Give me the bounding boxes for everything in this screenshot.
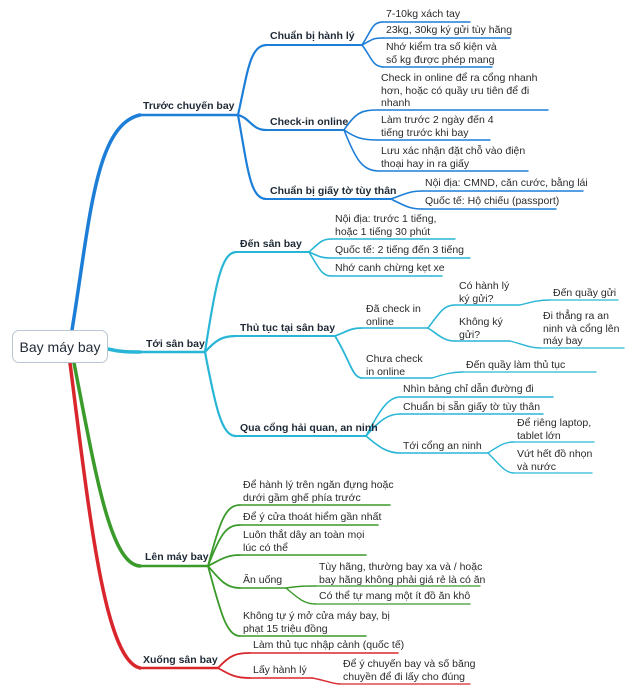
edge-b3-i4-l1 <box>285 585 317 589</box>
node-thu-tuc-nhap-canh[interactable]: Làm thủ tục nhập cảnh (quốc tế) <box>253 639 405 651</box>
branch-xuong-san-bay[interactable]: Xuống sân bay <box>143 654 218 666</box>
node-noi-dia-cmnd[interactable]: Nội địa: CMND, căn cước, bằng lái <box>425 177 588 189</box>
node-nhin-bang-chi-dan[interactable]: Nhìn bảng chỉ dẫn đường đi <box>403 383 534 395</box>
node-noi-dia-truoc-1-tieng[interactable]: Nội địa: trước 1 tiếng, hoặc 1 tiếng 30 … <box>335 213 437 238</box>
node-den-san-bay[interactable]: Đến sân bay <box>240 238 302 250</box>
edge-b2-s3-i2 <box>365 413 401 437</box>
edge-b1-s3-i1 <box>390 190 423 200</box>
node-check-in-online[interactable]: Check-in online <box>270 116 349 128</box>
node-chuan-bi-giay-to[interactable]: Chuẩn bị giấy tờ tùy thân <box>270 185 397 197</box>
edge-b3-i3 <box>207 554 241 567</box>
node-quoc-te-2-tieng[interactable]: Quốc tế: 2 tiếng đến 3 tiếng <box>335 244 465 256</box>
edge-b4-i1 <box>217 652 251 669</box>
edge-b1-s2-i3 <box>343 129 379 172</box>
edge-b1-s2-i2 <box>343 129 379 141</box>
node-tuy-hang-co-an[interactable]: Tùy hãng, thường bay xa và / hoặc bay hã… <box>319 561 486 586</box>
node-quoc-te-ho-chieu[interactable]: Quốc tế: Hộ chiếu (passport) <box>425 195 560 207</box>
node-luu-xac-nhan[interactable]: Lưu xác nhận đặt chỗ vào điện thoại hay … <box>381 145 526 170</box>
node-chua-check-in-online[interactable]: Chưa check in online <box>366 353 423 378</box>
node-khong-mo-cua[interactable]: Không tự ý mở cửa máy bay, bị phạt 15 tr… <box>243 610 390 635</box>
edge-b1-s3 <box>236 113 268 201</box>
node-so-bang-chuyen[interactable]: Để ý chuyến bay và số băng chuyền để đi … <box>343 658 476 683</box>
edge-b2-s3-i1 <box>365 396 401 437</box>
edge-root-b3 <box>72 361 142 568</box>
edge-b1-s3-i2 <box>390 198 423 210</box>
edge-b2-s3-i3-l1 <box>487 441 515 454</box>
edge-b2-s1-i1 <box>308 238 333 253</box>
edge-b2-s2-a2 <box>427 327 456 342</box>
edge-b2-s1-i2 <box>308 251 333 259</box>
edge-b2-s3 <box>203 350 238 438</box>
edge-b3-i5 <box>207 565 241 637</box>
edge-b2-s2 <box>203 334 238 354</box>
edge-b1-s2 <box>236 113 268 132</box>
edge-b3-i1 <box>207 504 241 567</box>
node-canh-chung-ket-xe[interactable]: Nhớ canh chừng kẹt xe <box>335 262 445 274</box>
edge-b1-s1-i1 <box>361 21 384 46</box>
edge-b1-s1-i2 <box>361 37 384 46</box>
node-lam-truoc-2-ngay[interactable]: Làm trước 2 ngày đến 4 tiếng trước khi b… <box>381 114 494 139</box>
edge-b2-s3-i3-l2 <box>487 452 515 474</box>
edge-b3-i4 <box>207 565 241 589</box>
node-cua-thoat-hiem[interactable]: Để ý cửa thoát hiểm gần nhất <box>243 511 382 523</box>
edge-b3-i4-l2 <box>285 587 317 605</box>
node-7-10kg[interactable]: 7-10kg xách tay <box>386 8 461 20</box>
node-de-hanh-ly[interactable]: Để hành lý trên ngăn đựng hoặc dưới gầm … <box>243 479 394 504</box>
node-den-quay-lam-thu-tuc[interactable]: Đến quầy làm thủ tục <box>466 359 566 371</box>
edge-b1-s2-i1 <box>343 109 379 131</box>
node-den-quay-gui[interactable]: Đến quầy gửi <box>553 287 617 299</box>
edge-b2-s2-b-leaf <box>431 371 464 379</box>
edge-b2-s2-a <box>334 327 363 337</box>
node-an-uong[interactable]: Ăn uống <box>243 574 283 586</box>
node-that-day-an-toan[interactable]: Luôn thắt dây an toàn mọi lúc có thể <box>243 529 365 554</box>
branch-truoc-chuyen-bay[interactable]: Trước chuyến bay <box>143 100 235 112</box>
node-lay-hanh-ly[interactable]: Lấy hành lý <box>253 664 307 676</box>
node-co-hanh-ly-ky-gui[interactable]: Có hành lý ký gửi? <box>459 280 510 305</box>
node-23kg[interactable]: 23kg, 30kg ký gửi tùy hãng <box>386 24 513 36</box>
edge-b2-s2-a1-leaf <box>519 299 551 306</box>
node-vut-het-do-nhon[interactable]: Vứt hết đồ nhọn và nước <box>517 448 593 473</box>
node-check-in-online-info[interactable]: Check in online để ra cổng nhanh hơn, ho… <box>381 72 538 109</box>
node-toi-cong-an-ninh[interactable]: Tới cổng an ninh <box>403 440 482 452</box>
node-khong-ky-gui[interactable]: Không ký gửi? <box>459 316 503 341</box>
edge-b2-s1 <box>203 250 238 354</box>
edge-b2-s2-a1 <box>427 304 456 329</box>
edge-b1-s1-i3 <box>361 44 384 68</box>
node-di-thang-ra-an-ninh[interactable]: Đi thẳng ra an ninh và cổng lên máy bay <box>543 310 620 347</box>
edge-b3-i2 <box>207 524 241 567</box>
node-chuan-bi-san-giay-to[interactable]: Chuẩn bị sẵn giấy tờ tùy thân <box>403 401 541 413</box>
root-node[interactable]: Bay máy bay <box>12 330 108 363</box>
branch-toi-san-bay[interactable]: Tới sân bay <box>146 338 205 350</box>
edge-b2-s1-i3 <box>308 251 333 277</box>
node-chuan-bi-hanh-ly[interactable]: Chuẩn bị hành lý <box>270 30 355 42</box>
node-tu-mang-do-an[interactable]: Có thể tự mang một ít đồ ăn khô <box>319 590 471 602</box>
edge-b4-i2 <box>217 667 251 679</box>
edge-b4-i2-l1 <box>311 677 341 685</box>
edge-b2-s3-i3 <box>365 435 401 454</box>
edge-root-b2 <box>106 347 142 354</box>
edge-root-b1 <box>70 113 142 332</box>
node-qua-cong-hai-quan[interactable]: Qua cổng hải quan, an ninh <box>240 422 378 434</box>
edge-b2-s2-b <box>334 335 363 379</box>
edge-root-b4 <box>68 361 142 670</box>
edge-b1-s1 <box>236 43 268 117</box>
node-da-check-in-online[interactable]: Đã check in online <box>366 303 421 328</box>
node-de-rieng-laptop[interactable]: Để riêng laptop, tablet lớn <box>517 417 592 442</box>
node-kiem-tra-so-kien[interactable]: Nhớ kiểm tra số kiện và số kg được phép … <box>386 41 497 66</box>
node-thu-tuc-tai-san-bay[interactable]: Thủ tục tại sân bay <box>240 322 336 334</box>
edge-b2-s2-a2-leaf <box>509 340 541 349</box>
branch-len-may-bay[interactable]: Lên máy bay <box>145 551 209 563</box>
